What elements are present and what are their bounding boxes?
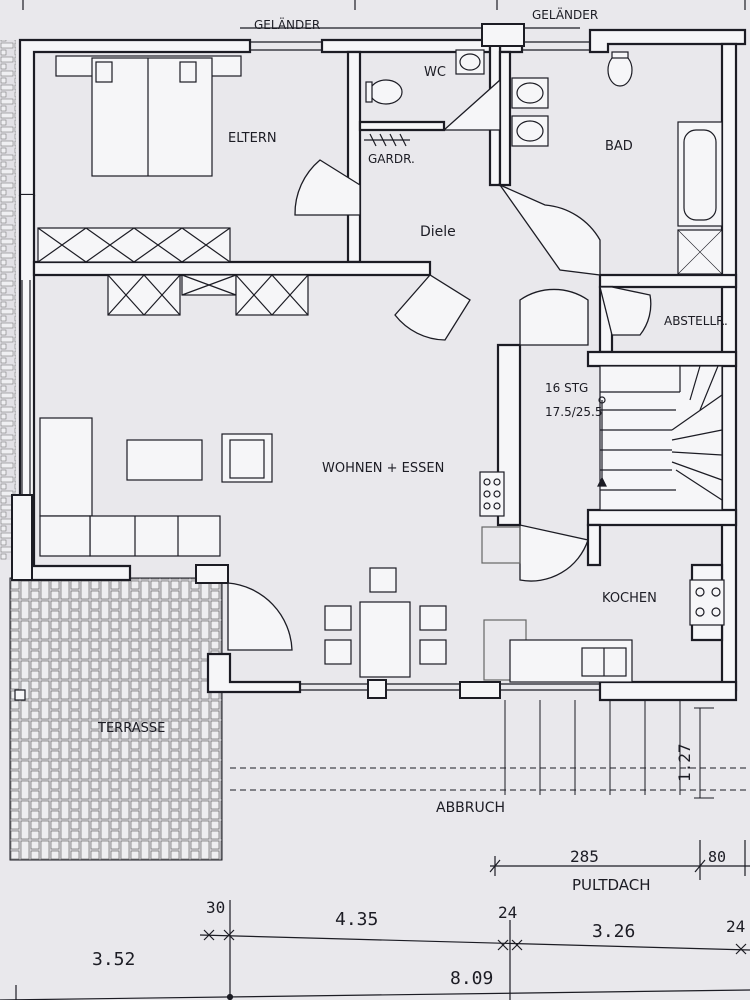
stairs-steps-label: 16 STG	[545, 381, 588, 395]
dim-24-b: 24	[726, 917, 745, 936]
dim-3-52: 3.52	[92, 949, 135, 970]
labels: GELÄNDER GELÄNDER ELTERN WC GARDR. BAD D…	[97, 7, 728, 894]
dim-80: 80	[708, 848, 726, 866]
side-paving	[0, 40, 16, 560]
dim-8-09: 8.09	[450, 968, 493, 989]
room-label-hall: Diele	[420, 224, 456, 240]
room-label-kitchen: KOCHEN	[602, 591, 657, 606]
dim-4-35: 4.35	[335, 909, 378, 930]
dim-285: 285	[570, 847, 599, 866]
windows	[11, 23, 600, 701]
dim-30: 30	[206, 898, 225, 917]
room-label-storage: ABSTELLR.	[664, 314, 728, 328]
stairs	[597, 365, 723, 511]
top-marks	[22, 0, 746, 29]
dim-3-26: 3.26	[592, 921, 635, 942]
room-label-wardrobe: GARDR.	[368, 152, 415, 166]
doors	[227, 78, 652, 651]
room-label-parents: ELTERN	[228, 131, 277, 146]
demolition-label: ABBRUCH	[436, 800, 505, 816]
railing-right-label: GELÄNDER	[532, 7, 598, 22]
dimension-labels: 1.27 285 80 30 4.35 24 3.26 24 3.52 8.09	[92, 743, 745, 989]
dimension-lines	[0, 840, 750, 1000]
dim-24-a: 24	[498, 903, 517, 922]
room-label-bath: BAD	[605, 139, 633, 154]
room-label-terrace: TERRASSE	[97, 721, 165, 736]
roof-label: PULTDACH	[572, 876, 651, 894]
room-label-living-dining: WOHNEN + ESSEN	[322, 461, 444, 476]
stairs-ratio-label: 17.5/25.5	[545, 405, 602, 419]
room-label-wc: WC	[424, 65, 446, 80]
lower-structure	[221, 700, 750, 860]
dim-1-27: 1.27	[675, 743, 694, 782]
railing-left-label: GELÄNDER	[254, 17, 320, 32]
furniture	[37, 49, 725, 683]
terrace-paving	[9, 577, 223, 861]
